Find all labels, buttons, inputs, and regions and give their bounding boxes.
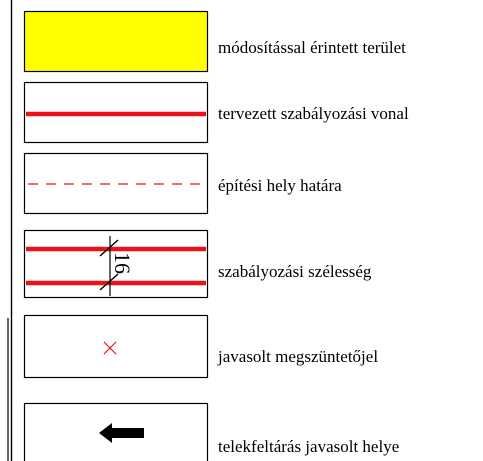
regulation-width-label: szabályozási szélesség bbox=[218, 262, 372, 281]
building-zone-label: építési hely határa bbox=[218, 176, 342, 195]
removal-mark-swatch bbox=[23, 314, 209, 379]
legend-item-plot-opening-location: telekfeltárás javasolt helye bbox=[23, 402, 399, 461]
legend-item-proposed-removal-mark: javasolt megszüntetőjel bbox=[23, 314, 378, 379]
dimension-text: 16 bbox=[110, 252, 135, 274]
legend-item-building-zone-boundary: építési hely határa bbox=[23, 152, 342, 215]
modified-area-label: módosítással érintett terület bbox=[218, 38, 406, 57]
regulation-line-label: tervezett szabályozási vonal bbox=[218, 104, 409, 123]
legend-item-planned-regulation-line: tervezett szabályozási vonal bbox=[23, 81, 409, 144]
dimension-tick-bottom bbox=[99, 273, 119, 291]
plot-opening-label: telekfeltárás javasolt helye bbox=[218, 437, 399, 456]
removal-mark-label: javasolt megszüntetőjel bbox=[217, 347, 378, 366]
legend-item-regulation-width: 16 szabályozási szélesség bbox=[23, 229, 372, 299]
dimension-tick-top bbox=[99, 239, 119, 257]
left-arrow-icon bbox=[99, 423, 144, 443]
removal-x-icon bbox=[103, 341, 117, 355]
modified-area-swatch bbox=[23, 10, 209, 73]
legend-item-modified-area: módosítással érintett terület bbox=[23, 10, 406, 73]
